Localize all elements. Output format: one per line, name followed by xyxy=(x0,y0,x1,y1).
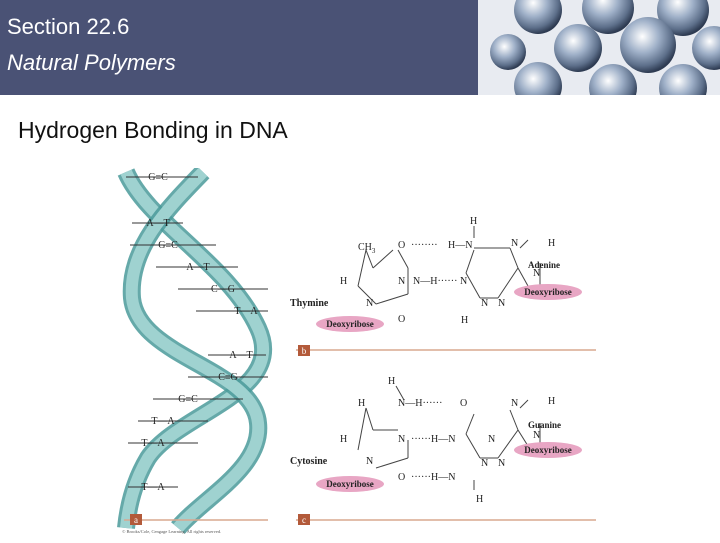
helix-pair-12: T—A xyxy=(141,482,165,493)
helix-pair-2: A—T xyxy=(146,218,169,229)
c-nh-top: N—H······ xyxy=(398,398,442,409)
b-hn-top: H—N xyxy=(448,240,472,251)
b-n-ring2: N xyxy=(533,268,540,279)
c-n-ring2: N xyxy=(533,430,540,441)
b-n-mid-r: N xyxy=(460,276,467,287)
c-deoxyribose-left: Deoxyribose xyxy=(326,479,374,489)
dna-figure: G≡C A—T G≡C A—T C—G T—A A—T C≡G G≡C T—A … xyxy=(108,165,608,543)
b-h-top: H xyxy=(470,216,477,227)
helix-pair-9: G≡C xyxy=(178,394,198,405)
double-helix: G≡C A—T G≡C A—T C—G T—A A—T C≡G G≡C T—A … xyxy=(117,165,273,535)
helix-pair-5: C—G xyxy=(211,284,235,295)
c-hn-low: ······H—N xyxy=(411,472,455,483)
c-cytosine-label: Cytosine xyxy=(290,456,328,467)
helix-pair-11: T—A xyxy=(141,438,165,449)
panel-a-label-box xyxy=(130,514,142,525)
b-n-mid-l: N xyxy=(398,276,405,287)
b-h-left: H xyxy=(340,276,347,287)
b-n-ring: N xyxy=(511,238,518,249)
helix-pair-4: A—T xyxy=(186,262,209,273)
c-h-top: H xyxy=(388,376,395,387)
c-h-ring: H xyxy=(548,396,555,407)
b-dots-top: ········ xyxy=(411,240,438,251)
b-nh-mid: N—H······ xyxy=(413,276,457,287)
b-ch3: CH3 xyxy=(358,242,376,255)
c-deoxyribose-left-bg xyxy=(316,476,384,492)
panel-c-cytosine-guanine: H H N—H······ O N H H N ······H—N N N Cy… xyxy=(290,376,596,525)
b-deoxyribose-left-bg xyxy=(316,316,384,332)
c-eq-n: N xyxy=(498,458,505,469)
c-n-low-r: N xyxy=(481,458,488,469)
decorative-sphere-banner xyxy=(478,0,720,95)
panel-c-label: c xyxy=(302,515,306,525)
b-h-ring: H xyxy=(548,238,555,249)
c-h-bottom: H xyxy=(476,494,483,505)
c-n-low: N xyxy=(366,456,373,467)
helix-pair-3: G≡C xyxy=(158,240,178,251)
b-h-low: H xyxy=(461,315,468,326)
c-n-mid-r: N xyxy=(488,434,495,445)
helix-pair-10: T—A xyxy=(151,416,175,427)
b-o-top: O xyxy=(398,240,405,251)
b-n-low: N xyxy=(366,298,373,309)
panel-b-label: b xyxy=(302,346,307,356)
c-deoxyribose-right-bg xyxy=(514,442,582,458)
helix-pair-6: T—A xyxy=(234,306,258,317)
sphere-pattern-image xyxy=(478,0,720,95)
c-n-ring: N xyxy=(511,398,518,409)
b-thymine-label: Thymine xyxy=(290,298,329,309)
panel-a-label: a xyxy=(134,515,138,525)
section-header: Section 22.6 Natural Polymers xyxy=(0,0,478,95)
b-eq-n: N xyxy=(498,298,505,309)
dna-diagram: G≡C A—T G≡C A—T C—G T—A A—T C≡G G≡C T—A … xyxy=(117,165,596,535)
section-subtitle: Natural Polymers xyxy=(7,50,176,75)
c-deoxyribose-right: Deoxyribose xyxy=(524,445,572,455)
c-dots-mid: ······H—N xyxy=(411,434,455,445)
b-deoxyribose-left: Deoxyribose xyxy=(326,319,374,329)
panel-b-thymine-adenine: H CH3 O ········ H—N N H H N N—H······ N… xyxy=(290,216,596,356)
panel-c-label-box xyxy=(298,514,310,525)
helix-pair-1: G≡C xyxy=(148,172,168,183)
b-adenine-label: Adenine xyxy=(528,260,560,270)
b-o-low: O xyxy=(398,314,405,325)
copyright-credit: © Brooks/Cole, Cengage Learning. All rig… xyxy=(122,529,221,535)
c-o-low: O xyxy=(398,472,405,483)
panel-b-label-box xyxy=(298,345,310,356)
helix-pair-7: A—T xyxy=(229,350,252,361)
c-o-top: O xyxy=(460,398,467,409)
b-deoxyribose-right-bg xyxy=(514,284,582,300)
section-number: Section 22.6 xyxy=(7,14,130,39)
slide-title: Hydrogen Bonding in DNA xyxy=(18,117,288,143)
b-n-low2: N xyxy=(481,298,488,309)
b-deoxyribose-right: Deoxyribose xyxy=(524,287,572,297)
c-n-mid: N xyxy=(398,434,405,445)
c-h-left2: H xyxy=(340,434,347,445)
c-h-left1: H xyxy=(358,398,365,409)
c-guanine-label: Guanine xyxy=(528,420,561,430)
helix-pair-8: C≡G xyxy=(218,372,238,383)
